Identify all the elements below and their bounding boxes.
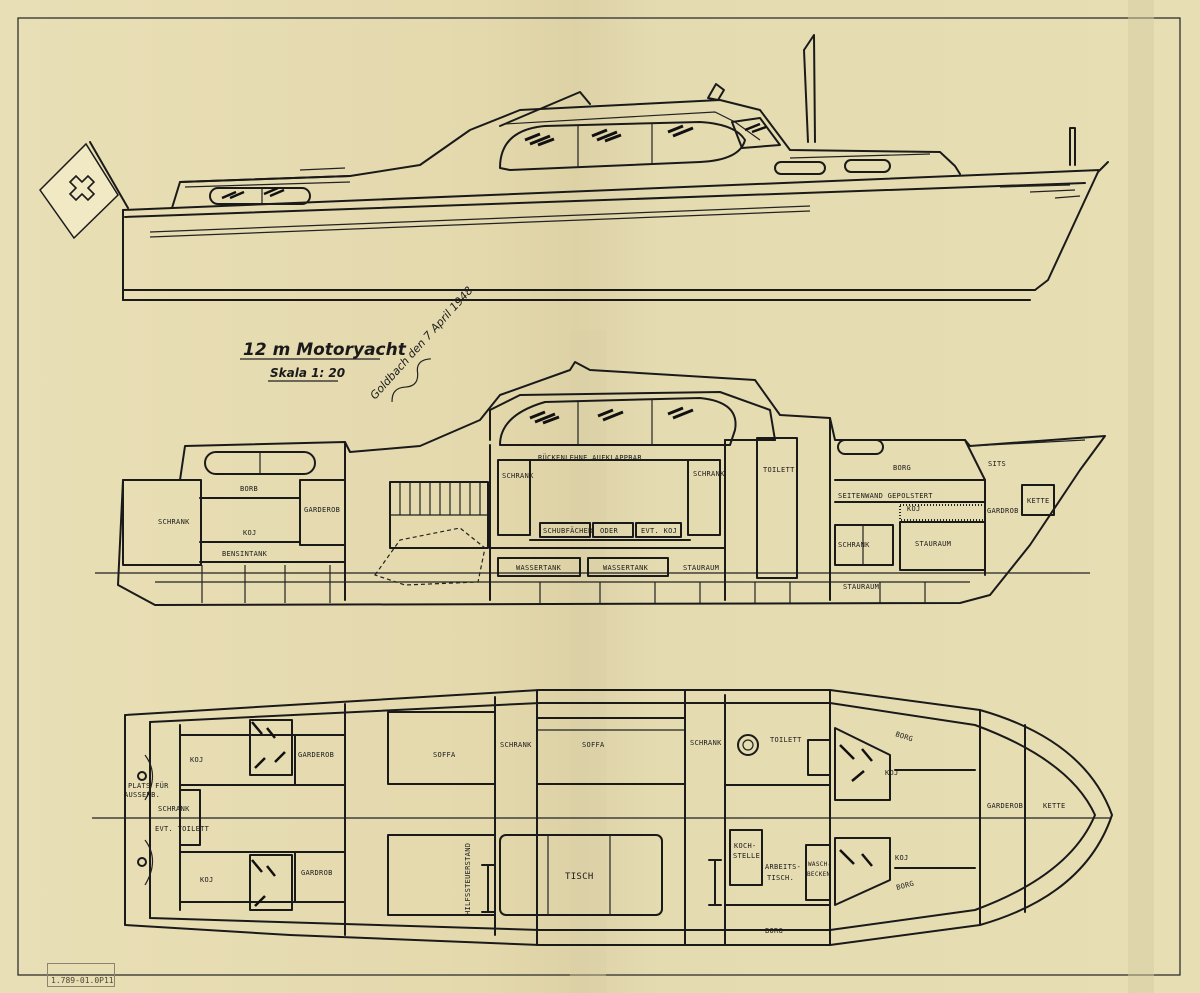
label-kette-section: KETTE (1027, 497, 1050, 505)
label-stauraum-fwd: STAURAUM (915, 540, 951, 548)
label-garderob-fwd: GARDROB (987, 507, 1019, 515)
side-elevation (39, 34, 1109, 301)
label-kochstelle-1: KOCH- (734, 842, 757, 850)
label-koj-fwd: KOJ (907, 505, 921, 513)
label-ruckenlehne: RÜCKENLEHNE AUFKLAPPBAR (538, 453, 642, 462)
label-koj-aft: KOJ (243, 529, 257, 537)
label-koj-fwd-bottom: KOJ (895, 854, 909, 862)
drawing-scale: Skala 1: 20 (270, 366, 345, 380)
label-koj-bottom: KOJ (200, 876, 214, 884)
label-tisch: TISCH (565, 872, 594, 882)
label-garderob-aft: GARDEROB (304, 506, 340, 514)
label-hilfssteuerstand: HILFSSTEUERSTAND (464, 843, 472, 915)
label-garderob-bottom: GARDROB (301, 869, 333, 877)
label-evt-koj: EVT. KOJ (641, 527, 677, 535)
label-garderob-fwd-plan: GARDEROB (987, 802, 1023, 810)
label-sits: SITS (988, 460, 1006, 468)
label-seitenwand: SEITENWAND GEPOLSTERT (838, 492, 933, 500)
label-aussenbord: AUSSENB. (124, 791, 160, 799)
label-arbeits-1: ARBEITS- (765, 863, 801, 871)
label-kochstelle-2: STELLE (733, 852, 760, 860)
label-arbeits-2: TISCH. (767, 874, 794, 882)
plan-labels: PLATS FÜR AUSSENB. KOJ GARDEROB SCHRANK … (124, 730, 1066, 935)
drawing-title: 12 m Motoryacht (243, 340, 407, 360)
label-schrank-2: SCHRANK (690, 739, 722, 747)
label-schrank-mid-r: SCHRANK (693, 470, 725, 478)
label-evt-toilett: EVT. TOILETT (155, 825, 210, 833)
label-koj-fwd-top: KOJ (885, 769, 899, 777)
label-schrank-1: SCHRANK (500, 741, 532, 749)
label-soffa-2: SOFFA (582, 741, 605, 749)
label-garderob-top: GARDEROB (298, 751, 334, 759)
label-oder: ODER (600, 527, 619, 535)
label-kette-plan: KETTE (1043, 802, 1066, 810)
label-wasch-1: WASCH- (808, 861, 831, 868)
label-borg-top: BORG (894, 730, 914, 743)
label-schrank-fwd: SCHRANK (838, 541, 870, 549)
label-toilett-plan: TOILETT (770, 736, 802, 744)
label-wassertank-2: WASSERTANK (603, 564, 649, 572)
sheet-border (17, 17, 1181, 976)
label-schubfacher: SCHUBFÄCHER (543, 526, 593, 535)
archive-stamp: 1.789-01.0P11 (47, 963, 115, 987)
label-stauraum-bottom: STAURAUM (843, 583, 879, 591)
label-schrank-mid-l: SCHRANK (502, 472, 534, 480)
label-schrank-plan-aft: SCHRANK (158, 805, 190, 813)
label-stauraum-mid: STAURAUM (683, 564, 719, 572)
swiss-flag (39, 141, 129, 240)
label-toilett: TOILETT (763, 466, 795, 474)
label-bensintank: BENSINTANK (222, 550, 268, 558)
label-wasch-2: BECKEN (807, 871, 831, 878)
fold-strip-center (570, 330, 606, 993)
archive-stamp-text: 1.789-01.0P11 (51, 976, 114, 985)
label-koj-top: KOJ (190, 756, 204, 764)
label-schrank-aft: SCHRANK (158, 518, 190, 526)
label-borb: BORB (240, 485, 258, 493)
fold-strip (1128, 0, 1154, 993)
section-labels: SCHRANK BORB KOJ GARDEROB BENSINTANK SCH… (158, 453, 1050, 591)
deck-plan (92, 689, 1113, 946)
label-plats-fur: PLATS FÜR (128, 781, 169, 790)
label-borg-fwd: BORG (893, 464, 911, 472)
label-wassertank-1: WASSERTANK (516, 564, 562, 572)
longitudinal-section (95, 361, 1106, 606)
label-soffa-1: SOFFA (433, 751, 456, 759)
label-borg-bottom-1: BORG (895, 880, 915, 892)
label-borg-bottom-2: BORG (765, 927, 783, 935)
